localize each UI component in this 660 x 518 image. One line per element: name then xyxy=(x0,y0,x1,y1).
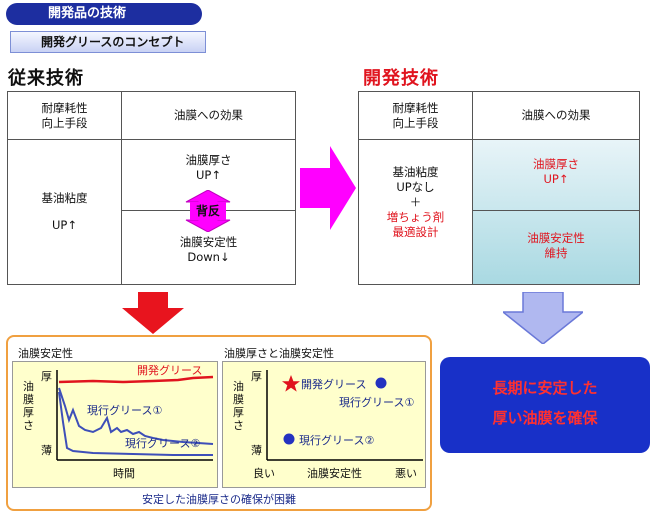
new-means-cell: 基油粘度 UPなし ＋ 増ちょう剤 最適設計 xyxy=(359,152,472,252)
chart2-plot xyxy=(266,370,423,461)
down-arrow-red-icon xyxy=(122,292,184,334)
means-cell: 基油粘度 UP↑ xyxy=(8,140,121,284)
chart2-x-bad: 悪い xyxy=(395,467,417,480)
section-title: 開発品の技術 xyxy=(6,3,202,25)
effect-gradient xyxy=(473,140,639,284)
result-box: 長期に安定した 厚い油膜を確保 xyxy=(440,357,650,453)
new-effect-bottom-line2: 維持 xyxy=(544,246,568,260)
means-line1: 基油粘度 xyxy=(41,191,88,205)
right-arrow-icon xyxy=(300,146,356,230)
new-col1-header-line1: 耐摩耗性 xyxy=(392,100,439,115)
chart1-ylabel: 油膜厚さ xyxy=(23,380,34,432)
developed-heading: 開発技術 xyxy=(363,68,439,89)
effect-bottom-line1: 油膜安定性 xyxy=(179,235,238,249)
result-line1: 長期に安定した xyxy=(440,377,650,398)
chart1-title: 油膜安定性 xyxy=(18,347,73,360)
chart1-series2-label: 現行グリース① xyxy=(87,404,163,417)
chart2-y-high: 厚 xyxy=(251,370,262,383)
result-line2: 厚い油膜を確保 xyxy=(440,407,650,428)
chart2-xlabel: 油膜安定性 xyxy=(307,467,362,480)
chart2-area: 厚 薄 油膜厚さ 良い 油膜安定性 悪い 開発グリース 現行グリース① 現行グリ… xyxy=(222,361,426,488)
comparison-panel: 油膜安定性 厚 薄 油膜厚さ 時間 開発グリース 現行グリース① 現行グリース②… xyxy=(6,335,432,511)
new-means-plus: ＋ xyxy=(409,194,422,209)
chart1-xlabel: 時間 xyxy=(113,467,135,480)
chart1-y-low: 薄 xyxy=(41,444,52,457)
new-effect-top-line1: 油膜厚さ xyxy=(533,157,579,171)
down-arrow-lavender-icon xyxy=(503,292,583,344)
new-col1-header: 耐摩耗性 向上手段 xyxy=(359,92,472,139)
conventional-heading: 従来技術 xyxy=(8,68,84,89)
col1-header-line2: 向上手段 xyxy=(41,115,88,130)
new-means-line2: UPなし xyxy=(396,179,435,194)
effect-bottom-line2: Down↓ xyxy=(187,250,230,264)
col1-header: 耐摩耗性 向上手段 xyxy=(8,92,121,139)
chart1-series3-label: 現行グリース② xyxy=(125,437,201,450)
chart2-x-good: 良い xyxy=(253,467,275,480)
new-means-line1: 基油粘度 xyxy=(392,164,439,179)
panel-footer: 安定した油膜厚さの確保が困難 xyxy=(142,493,296,506)
concept-label: 開発グリースのコンセプト xyxy=(10,31,206,53)
chart1-area: 厚 薄 油膜厚さ 時間 開発グリース 現行グリース① 現行グリース② xyxy=(12,361,218,488)
new-col1-header-line2: 向上手段 xyxy=(392,115,439,130)
chart2-point1-label: 開発グリース xyxy=(301,378,367,391)
chart2-point2-label: 現行グリース① xyxy=(339,396,415,409)
new-effect-bottom: 油膜安定性 維持 xyxy=(473,228,639,264)
chart1-plot xyxy=(56,370,214,461)
new-effect-bottom-line1: 油膜安定性 xyxy=(527,231,585,245)
col1-header-line1: 耐摩耗性 xyxy=(41,100,88,115)
effect-top-line1: 油膜厚さ xyxy=(185,153,232,167)
chart2-title: 油膜厚さと油膜安定性 xyxy=(224,347,334,360)
chart2-point3-label: 現行グリース② xyxy=(299,434,375,447)
chart2-y-low: 薄 xyxy=(251,444,262,457)
new-means-line3: 増ちょう剤 xyxy=(386,209,445,224)
conflict-arrow xyxy=(185,190,231,232)
chart1-series1-label: 開発グリース xyxy=(137,364,203,377)
means-line2: UP↑ xyxy=(52,218,77,232)
new-means-line4: 最適設計 xyxy=(392,224,439,239)
developed-table: 耐摩耗性 向上手段 油膜への効果 基油粘度 UPなし ＋ 増ちょう剤 最適設計 … xyxy=(358,91,640,285)
result-line1-text: 長期に安定した xyxy=(492,379,598,397)
effect-top-line2: UP↑ xyxy=(196,168,221,182)
chart1-y-high: 厚 xyxy=(41,370,52,383)
conventional-table: 耐摩耗性 向上手段 油膜への効果 基油粘度 UP↑ 油膜厚さ UP↑ 油膜安定性… xyxy=(7,91,296,285)
new-col2-header: 油膜への効果 xyxy=(521,108,591,122)
effect-bottom: 油膜安定性 Down↓ xyxy=(122,230,295,270)
chart2-ylabel: 油膜厚さ xyxy=(233,380,244,432)
conflict-label: 背反 xyxy=(195,204,220,218)
new-effect-top-line2: UP↑ xyxy=(543,172,569,186)
result-line2-text: 厚い油膜を確保 xyxy=(492,409,598,427)
col2-header: 油膜への効果 xyxy=(174,108,243,122)
effect-top: 油膜厚さ UP↑ xyxy=(122,148,295,188)
new-effect-top: 油膜厚さ UP↑ xyxy=(473,154,639,190)
